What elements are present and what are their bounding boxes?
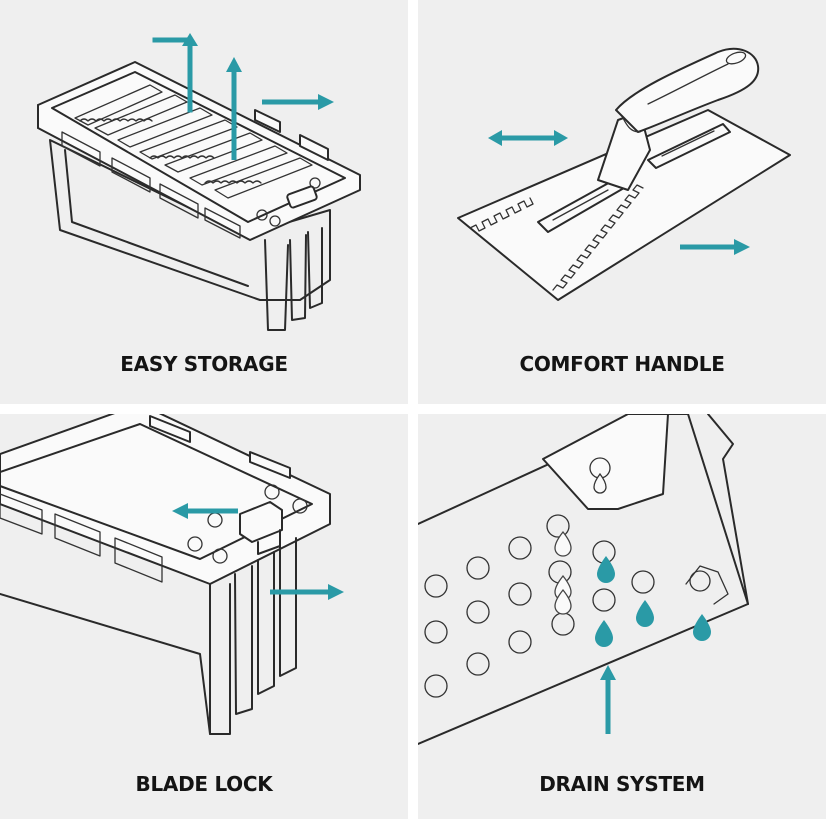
panel-comfort-handle: COMFORT HANDLE: [418, 0, 826, 404]
panel-drain-system: DRAIN SYSTEM: [418, 414, 826, 819]
blade-notches: [469, 197, 534, 232]
up-arrow-icon: [152, 33, 198, 113]
water-drop-icon: [595, 556, 711, 647]
left-arrow-icon: [172, 503, 238, 519]
box-rim-closeup: [0, 414, 331, 585]
comfort-handle-grip: [615, 47, 760, 133]
latch: [286, 185, 318, 209]
blade-lock-illustration: [0, 414, 344, 735]
up-arrow-icon: [226, 57, 242, 160]
right-arrow-icon: [262, 94, 334, 110]
caption-comfort-handle: COMFORT HANDLE: [519, 352, 725, 376]
right-arrow-icon: [680, 239, 750, 255]
panel-easy-storage: EASY STORAGE: [0, 0, 408, 404]
double-arrow-icon: [488, 130, 568, 146]
panel-blade-lock: BLADE LOCK: [0, 414, 408, 819]
right-arrow-icon: [270, 584, 344, 600]
up-arrow-icon: [600, 665, 616, 734]
caption-easy-storage: EASY STORAGE: [120, 352, 288, 376]
trowel-illustration: [457, 47, 791, 301]
blade-slots: [74, 84, 313, 199]
caption-blade-lock: BLADE LOCK: [135, 772, 273, 796]
caption-drain-system: DRAIN SYSTEM: [539, 772, 705, 796]
drain-system-illustration: [418, 414, 749, 745]
drain-holes: [424, 514, 655, 698]
storage-box-illustration: [37, 33, 361, 331]
blade-lock-latch: [239, 501, 283, 543]
water-drop-icon: [554, 530, 572, 615]
